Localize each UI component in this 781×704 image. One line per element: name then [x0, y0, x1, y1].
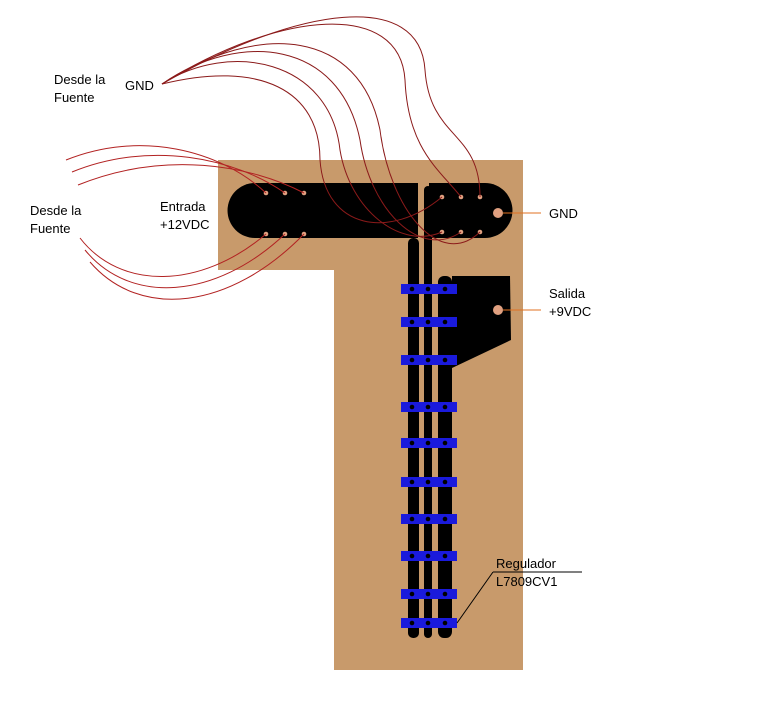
trace-gnd: [429, 183, 513, 238]
label-entrada-2: +12VDC: [160, 217, 210, 232]
label-desde-fuente-top-2: Fuente: [54, 90, 94, 105]
regulator-2: [401, 317, 457, 327]
trace-output: [452, 276, 511, 368]
label-gnd-top: GND: [125, 78, 154, 93]
label-salida-1: Salida: [549, 286, 586, 301]
label-gnd-right: GND: [549, 206, 578, 221]
regulator-array: [401, 284, 457, 628]
regulator-7: [401, 514, 457, 524]
regulator-5: [401, 438, 457, 448]
regulator-leader-line: [456, 571, 494, 624]
regulator-6: [401, 477, 457, 487]
regulator-10: [401, 618, 457, 628]
trace-input: [227, 183, 418, 238]
label-desde-fuente-left-2: Fuente: [30, 221, 70, 236]
label-desde-fuente-left-1: Desde la: [30, 203, 82, 218]
label-regulador-1: Regulador: [496, 556, 557, 571]
gnd-terminal-pad: [493, 208, 503, 218]
regulator-3: [401, 355, 457, 365]
regulator-4: [401, 402, 457, 412]
label-regulador-2: L7809CV1: [496, 574, 557, 589]
regulator-1: [401, 284, 457, 294]
regulator-9: [401, 589, 457, 599]
label-desde-fuente-top-1: Desde la: [54, 72, 106, 87]
regulator-8: [401, 551, 457, 561]
trace-leg-right: [438, 276, 452, 638]
label-entrada-1: Entrada: [160, 199, 206, 214]
label-salida-2: +9VDC: [549, 304, 591, 319]
output-terminal-pad: [493, 305, 503, 315]
input-wires: [65, 145, 305, 300]
gnd-wires: [161, 16, 481, 245]
